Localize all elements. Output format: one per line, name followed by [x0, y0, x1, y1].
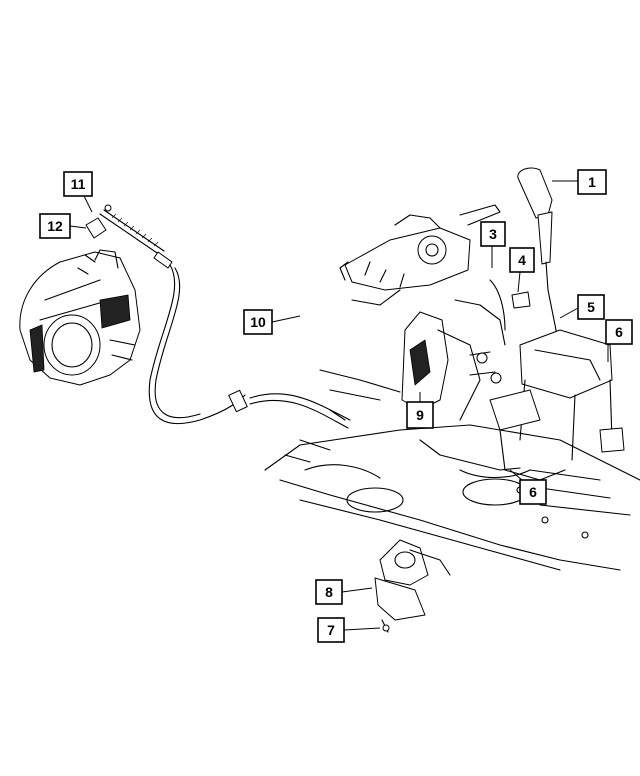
callout-4: 4 — [509, 247, 535, 273]
svg-text:11: 11 — [71, 176, 86, 192]
bezel-bracket-shape — [401, 279, 531, 421]
svg-text:7: 7 — [327, 622, 335, 638]
callout-8: 8 — [315, 579, 343, 605]
svg-text:9: 9 — [416, 407, 424, 423]
cable-end-assembly — [85, 204, 173, 269]
callout-3: 3 — [480, 221, 506, 247]
svg-text:5: 5 — [587, 299, 595, 315]
svg-text:12: 12 — [47, 218, 63, 234]
svg-text:1: 1 — [588, 174, 596, 190]
svg-text:3: 3 — [489, 226, 497, 242]
svg-text:4: 4 — [518, 252, 526, 268]
callout-7: 7 — [317, 617, 345, 643]
callout-10: 10 — [243, 309, 273, 335]
floor-pan — [264, 369, 640, 571]
steering-column-switch — [339, 204, 501, 306]
callout-11: 11 — [63, 171, 93, 197]
svg-text:6: 6 — [615, 324, 623, 340]
callout-12: 12 — [39, 213, 71, 239]
svg-text:6: 6 — [529, 484, 537, 500]
svg-text:8: 8 — [325, 584, 333, 600]
shift-cable — [148, 264, 351, 429]
callout-5: 5 — [577, 294, 605, 320]
callout-6-upper: 6 — [605, 319, 633, 345]
callout-9: 9 — [406, 401, 434, 429]
svg-text:10: 10 — [250, 314, 266, 330]
transmission-housing — [19, 249, 141, 386]
lower-bracket-assembly — [374, 539, 451, 633]
callout-6-lower: 6 — [519, 479, 547, 505]
callout-1: 1 — [577, 169, 607, 195]
shifter-assembly — [489, 167, 625, 481]
